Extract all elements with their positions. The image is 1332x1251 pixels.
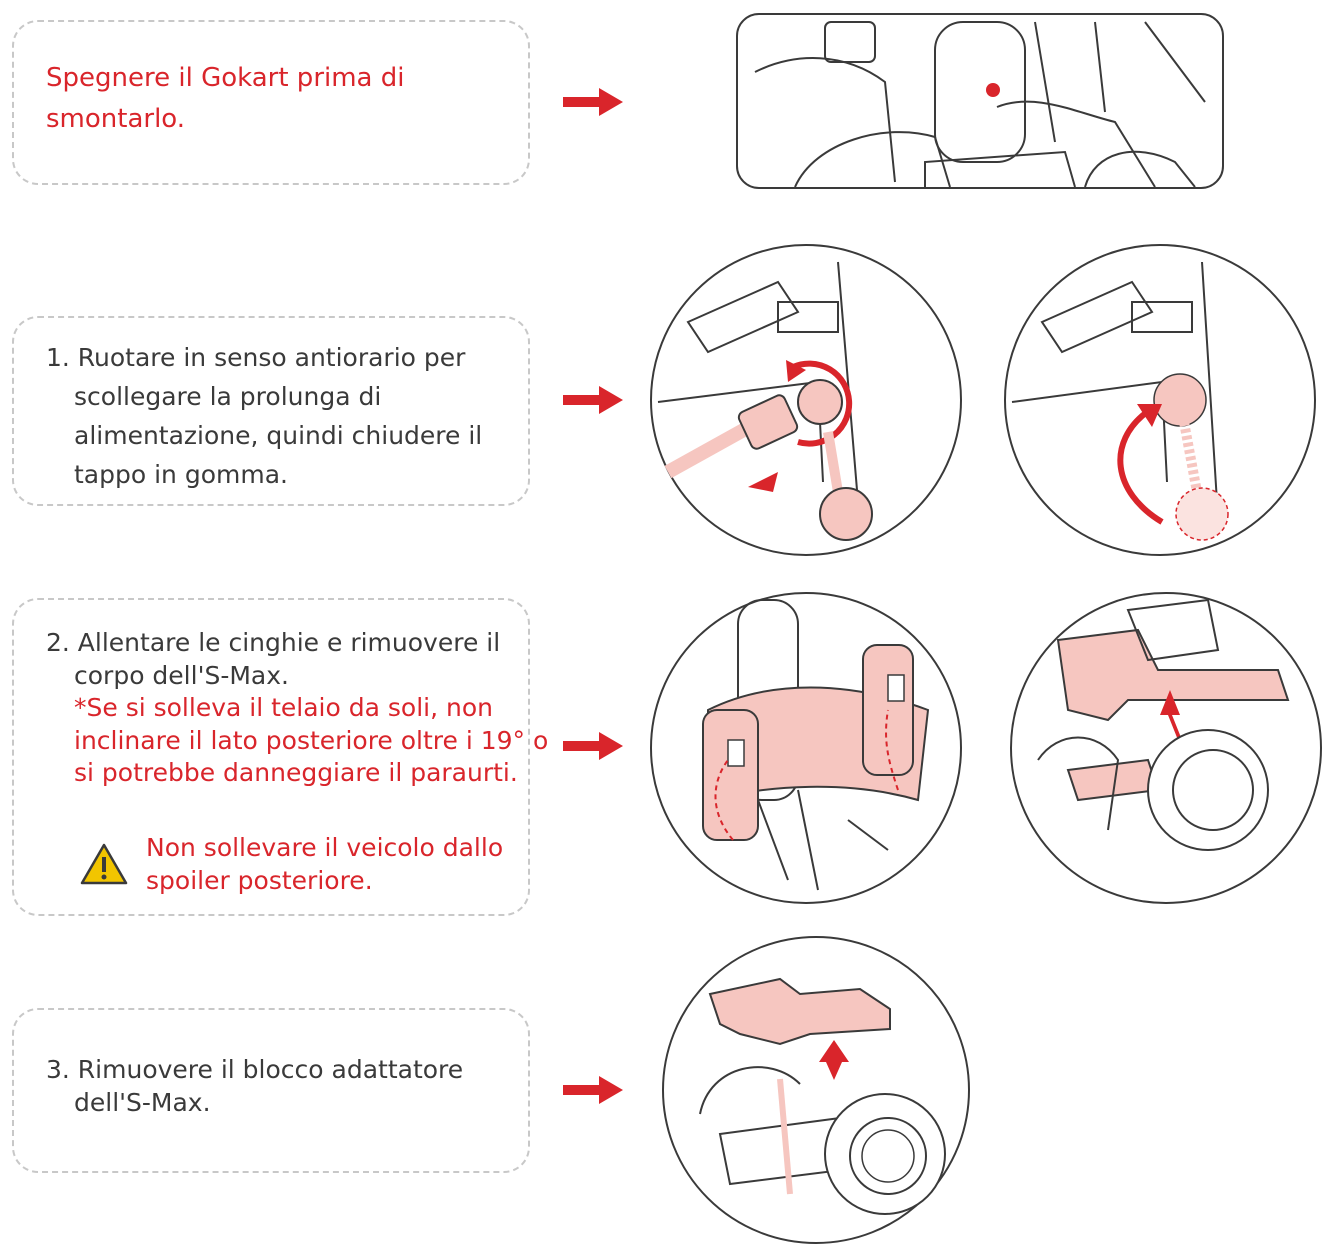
step2-note-line1: *Se si solleva il telaio da soli, non — [46, 692, 548, 725]
step1-text: 1. Ruotare in senso antiorario per scoll… — [46, 338, 482, 494]
step2-line1: 2. Allentare le cinghie e rimuovere il — [46, 627, 548, 660]
arrow-right-icon — [563, 88, 623, 116]
arrow-right-icon — [563, 386, 623, 414]
lift-s-max-body-illustration — [1008, 590, 1324, 906]
gokart-power-button-illustration — [735, 12, 1225, 190]
step1-line3: alimentazione, quindi chiudere il — [46, 416, 482, 455]
close-rubber-cap-illustration — [1002, 242, 1318, 558]
warning-line2: spoiler posteriore. — [146, 865, 503, 898]
intro-text: Spegnere il Gokart prima di smontarlo. — [46, 58, 404, 139]
intro-text-line2: smontarlo. — [46, 99, 404, 140]
step2-note-line3: si potrebbe danneggiare il paraurti. — [46, 757, 548, 790]
step3-line1: 3. Rimuovere il blocco adattatore — [46, 1054, 463, 1087]
remove-adapter-block-illustration — [660, 934, 972, 1246]
disconnect-cable-illustration — [648, 242, 964, 558]
step2-line2: corpo dell'S-Max. — [46, 660, 548, 693]
step1-line1: 1. Ruotare in senso antiorario per — [46, 338, 482, 377]
step3-text: 3. Rimuovere il blocco adattatore dell'S… — [46, 1054, 463, 1119]
arrow-right-icon — [563, 732, 623, 760]
step2-text: 2. Allentare le cinghie e rimuovere il c… — [46, 627, 548, 790]
intro-text-line1: Spegnere il Gokart prima di — [46, 58, 404, 99]
step2-note-line2: inclinare il lato posteriore oltre i 19°… — [46, 725, 548, 758]
warning-text: Non sollevare il veicolo dallo spoiler p… — [146, 832, 503, 897]
warning-line1: Non sollevare il veicolo dallo — [146, 832, 503, 865]
step1-line2: scollegare la prolunga di — [46, 377, 482, 416]
warning-triangle-icon — [80, 842, 128, 886]
loosen-straps-illustration — [648, 590, 964, 906]
step1-line4: tappo in gomma. — [46, 455, 482, 494]
arrow-right-icon — [563, 1076, 623, 1104]
step3-line2: dell'S-Max. — [46, 1087, 463, 1120]
